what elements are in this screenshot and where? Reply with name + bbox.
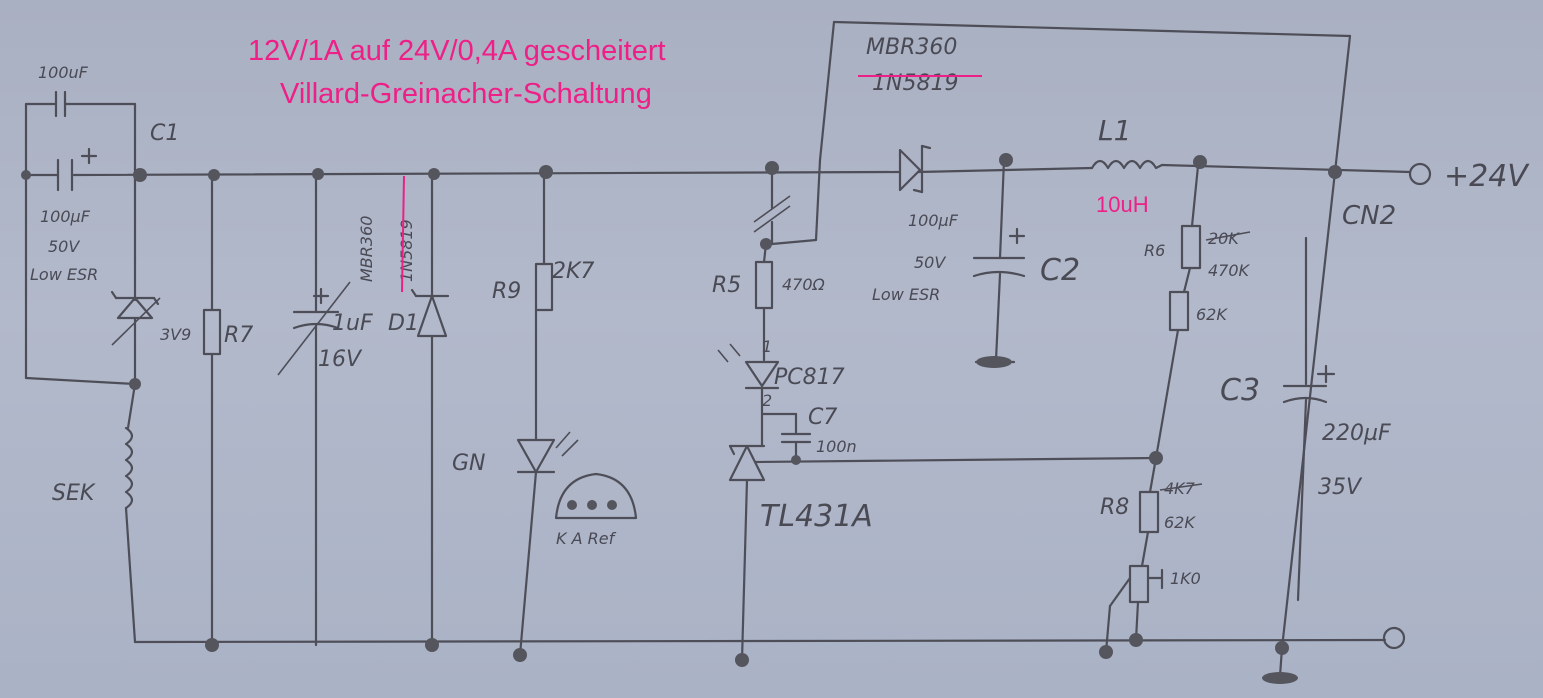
r6-label: R6 — [1144, 241, 1165, 260]
r6b-value: 62K — [1196, 305, 1228, 324]
capacitor-c7 — [760, 412, 812, 462]
secondary-winding-sek — [124, 382, 137, 644]
resistor-r6 — [1180, 164, 1202, 294]
capacitor-c2 — [972, 158, 1026, 364]
opto-pin2: 2 — [762, 391, 772, 410]
potentiometer-1k0 — [1104, 564, 1164, 654]
l1-value: 10uH — [1096, 192, 1149, 217]
c1-esr: Low ESR — [30, 265, 98, 284]
output-label: +24V — [1444, 159, 1530, 194]
resistor-r9 — [534, 170, 554, 442]
c1-name: C1 — [150, 121, 179, 146]
d1-strike-mark — [401, 175, 405, 293]
output-column-wire — [1280, 170, 1337, 650]
r9-label: R9 — [492, 279, 521, 304]
c3-voltage: 35V — [1318, 475, 1363, 500]
capacitor-c-top — [24, 90, 137, 386]
optocoupler-pc817-led — [717, 343, 780, 448]
title-line-2: Villard-Greinacher-Schaltung — [280, 78, 652, 110]
r6-value: 470K — [1208, 261, 1251, 280]
zener-value: 3V9 — [160, 325, 191, 344]
diode-d1 — [410, 172, 450, 647]
c1-voltage: 50V — [48, 237, 80, 256]
c7-label: C7 — [808, 405, 837, 430]
r8-old-strike — [1159, 483, 1203, 491]
capacitor-1uf — [277, 172, 351, 647]
output-terminal-plus — [1408, 162, 1432, 186]
c2-label: C2 — [1040, 253, 1080, 288]
r6-old-strike — [1205, 231, 1251, 241]
c1-value: 100µF — [40, 207, 91, 226]
r8-old-value: 4K7 — [1164, 479, 1196, 498]
c3-value: 220µF — [1322, 421, 1391, 446]
d1-label: D1 — [388, 311, 419, 336]
r5-value: 470Ω — [782, 275, 826, 294]
gn-label: GN — [452, 451, 486, 476]
tl431-label: TL431A — [760, 499, 873, 534]
l1-label: L1 — [1098, 114, 1131, 147]
opto-label: PC817 — [774, 365, 845, 390]
c2-voltage: 50V — [914, 253, 946, 272]
c-1uf-voltage: 16V — [318, 347, 363, 372]
r6-old-value: 20K — [1208, 229, 1240, 248]
capacitor-c3 — [1282, 236, 1336, 602]
r7-label: R7 — [224, 323, 253, 348]
c7-value: 100n — [816, 437, 857, 456]
opto-pin1: 1 — [762, 337, 772, 356]
r5-label: R5 — [712, 273, 741, 298]
d1-part-1n5819: 1N5819 — [397, 219, 416, 282]
tl431-pinout — [554, 472, 638, 520]
bottom-rail — [133, 638, 1387, 644]
capacitor-c1 — [56, 147, 98, 192]
diode-top-mbr360: MBR360 — [866, 35, 957, 60]
c-top-label: 100uF — [38, 63, 89, 82]
led-gn — [516, 431, 579, 657]
pot-value: 1K0 — [1170, 569, 1201, 588]
diode-top-1n5819: 1N5819 — [872, 71, 958, 96]
r8-value: 62K — [1164, 513, 1196, 532]
resistor-r7 — [202, 173, 222, 647]
ground-symbol-c2 — [976, 356, 1012, 368]
schottky-diode-top — [898, 144, 932, 194]
zener-diode — [110, 290, 161, 386]
sek-label: SEK — [52, 481, 96, 506]
top-loop-wire — [753, 20, 1352, 246]
c3-label: C3 — [1220, 373, 1260, 408]
resistor-r8 — [1138, 456, 1160, 568]
c2-value: 100µF — [908, 211, 959, 230]
pinout-label: K A Ref — [556, 529, 617, 548]
output-terminal-minus — [1382, 626, 1406, 650]
c2-esr: Low ESR — [872, 285, 940, 304]
r9-value: 2K7 — [552, 259, 594, 284]
resistor-r6b — [1154, 290, 1190, 460]
r8-label: R8 — [1100, 495, 1129, 520]
tl431-regulator — [728, 444, 1158, 662]
cn2-label: CN2 — [1342, 201, 1396, 231]
inductor-l1 — [1090, 159, 1164, 170]
junction-nodes — [21, 153, 1342, 667]
d1-part-mbr360: MBR360 — [357, 216, 376, 282]
title-line-1: 12V/1A auf 24V/0,4A gescheitert — [248, 35, 666, 67]
c-1uf-value: 1uF — [332, 311, 373, 336]
